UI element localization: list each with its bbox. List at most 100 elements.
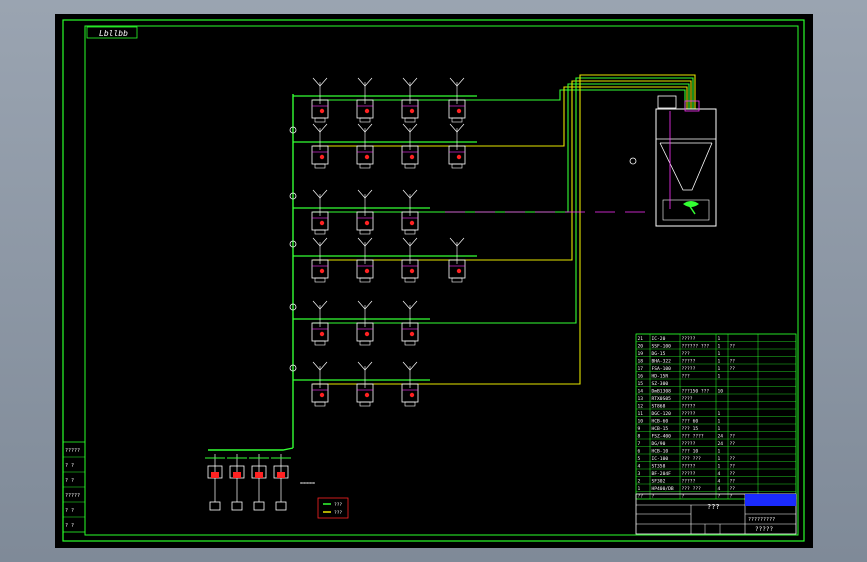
pump-unit [271,454,291,511]
parts-table-cell: ?? [638,494,644,500]
return-line-6 [313,74,696,385]
parts-table-cell: 11 [638,411,644,417]
fixture-valve-mark [409,108,415,114]
fixture-inlet [402,77,418,87]
fixture-valve-mark [456,268,462,274]
parts-table-cell: SZ-300 [652,381,669,387]
riser-to-pumps [208,447,294,451]
pump-motor [255,472,263,478]
svg-text:???: ??? [334,502,342,508]
legend-box: ??? ??? [317,497,349,519]
svg-text:?????: ????? [65,493,80,499]
parts-table-cell: 1 [718,411,721,417]
parts-table-cell: ??? 10 [682,449,699,455]
parts-table-cell: 1 [718,464,721,470]
svg-text:???: ??? [334,510,342,516]
parts-table-cell: 2 [638,479,641,485]
pipe-network [208,74,696,451]
parts-table-cell: 1 [718,351,721,357]
fixture-valve-mark [364,392,370,398]
parts-table-cell: 1 [718,456,721,462]
fixture-base [451,163,463,169]
parts-table-cell: ?? [730,456,736,462]
fixture-valve-mark [319,392,325,398]
fixture-inlet [402,361,418,371]
parts-table-cell: HD-15R [652,374,669,380]
parts-table-cell: ????? [682,404,696,410]
return-line-4 [313,80,692,261]
fixture-inlet [357,237,373,247]
fixture-unit [356,361,374,407]
fixture-valve-mark [409,220,415,226]
riser-valve-4 [289,303,297,311]
parts-table-cell: ?? [730,344,736,350]
fixture-unit [401,361,419,407]
parts-table-cell: ????? [682,366,696,372]
fixture-valve-mark [319,331,325,337]
parts-table-cell: DmB1308 [652,389,672,395]
return-line-1 [313,89,686,109]
parts-table-cell: ????? [682,411,696,417]
parts-table-cell: 18 [638,359,644,365]
return-line-5 [313,77,694,324]
fixture-inlet [312,300,328,310]
parts-table-cell: 1 [718,344,721,350]
fixture-unit [356,300,374,346]
parts-table-cell: HCB-60 [652,419,669,425]
parts-table-cell: 8 [638,434,641,440]
svg-text:? ?: ? ? [65,463,74,469]
drawing-sheet[interactable]: Lbllbb ????? ? ? ? ? ????? ? ? ? ? [55,14,813,548]
parts-table-cell: 15 [638,381,644,387]
fixture-base [314,117,326,123]
parts-table-cell: 4 [718,486,721,492]
parts-table-cell: SF302 [652,479,666,485]
riser-valve-5 [289,364,297,372]
inner-frame [84,25,799,536]
parts-table-cell: 10 [718,389,724,395]
parts-table-cell: ?? [730,359,736,365]
parts-table-cell: ????? [682,336,696,342]
pump-base [209,501,221,511]
fixture-inlet [449,77,465,87]
fixture-valve-mark [364,268,370,274]
fixture-valve-mark [456,154,462,160]
parts-table-cell: RTX0S05 [652,396,672,402]
parts-table-cell: ??? ??? [682,486,702,492]
fixture-unit [311,77,329,123]
parts-table-cell: IC-20 [652,336,666,342]
parts-table-cell: ???? [682,396,693,402]
fixture-inlet [312,237,328,247]
fixture-inlet [402,300,418,310]
fixture-base [314,401,326,407]
fixture-valve-mark [319,268,325,274]
svg-text:?????: ????? [65,448,80,454]
fixture-valve-mark [409,154,415,160]
parts-table-cell: ????? [682,359,696,365]
riser-valve-1 [289,126,297,134]
fixture-base [359,277,371,283]
parts-table-cell: 21 [638,336,644,342]
fixture-base [451,277,463,283]
parts-table-cell: 1 [718,419,721,425]
fixture-valve-mark [364,108,370,114]
parts-table-cell: ??? [682,351,691,357]
parts-table-cell: 4 [718,479,721,485]
fixture-base [359,117,371,123]
parts-table-cell: 1 [718,449,721,455]
parts-table-cell: ???150 ??? [682,389,710,395]
parts-table-cell: HCB-15 [652,426,669,432]
parts-table-cell: 7 [638,441,641,447]
parts-table-cell: DG-15 [652,351,666,357]
pump-unit [227,454,247,511]
fixture-base [404,277,416,283]
parts-table-cell: 12 [638,404,644,410]
fixture-unit [448,77,466,123]
corner-label: Lbllbb [99,29,128,38]
svg-text:? ?: ? ? [65,478,74,484]
fixture-inlet [357,189,373,199]
fixture-base [359,163,371,169]
parts-table-cell: ?????? ??? [682,344,710,350]
pump-group [205,454,291,511]
fixture-inlet [312,361,328,371]
